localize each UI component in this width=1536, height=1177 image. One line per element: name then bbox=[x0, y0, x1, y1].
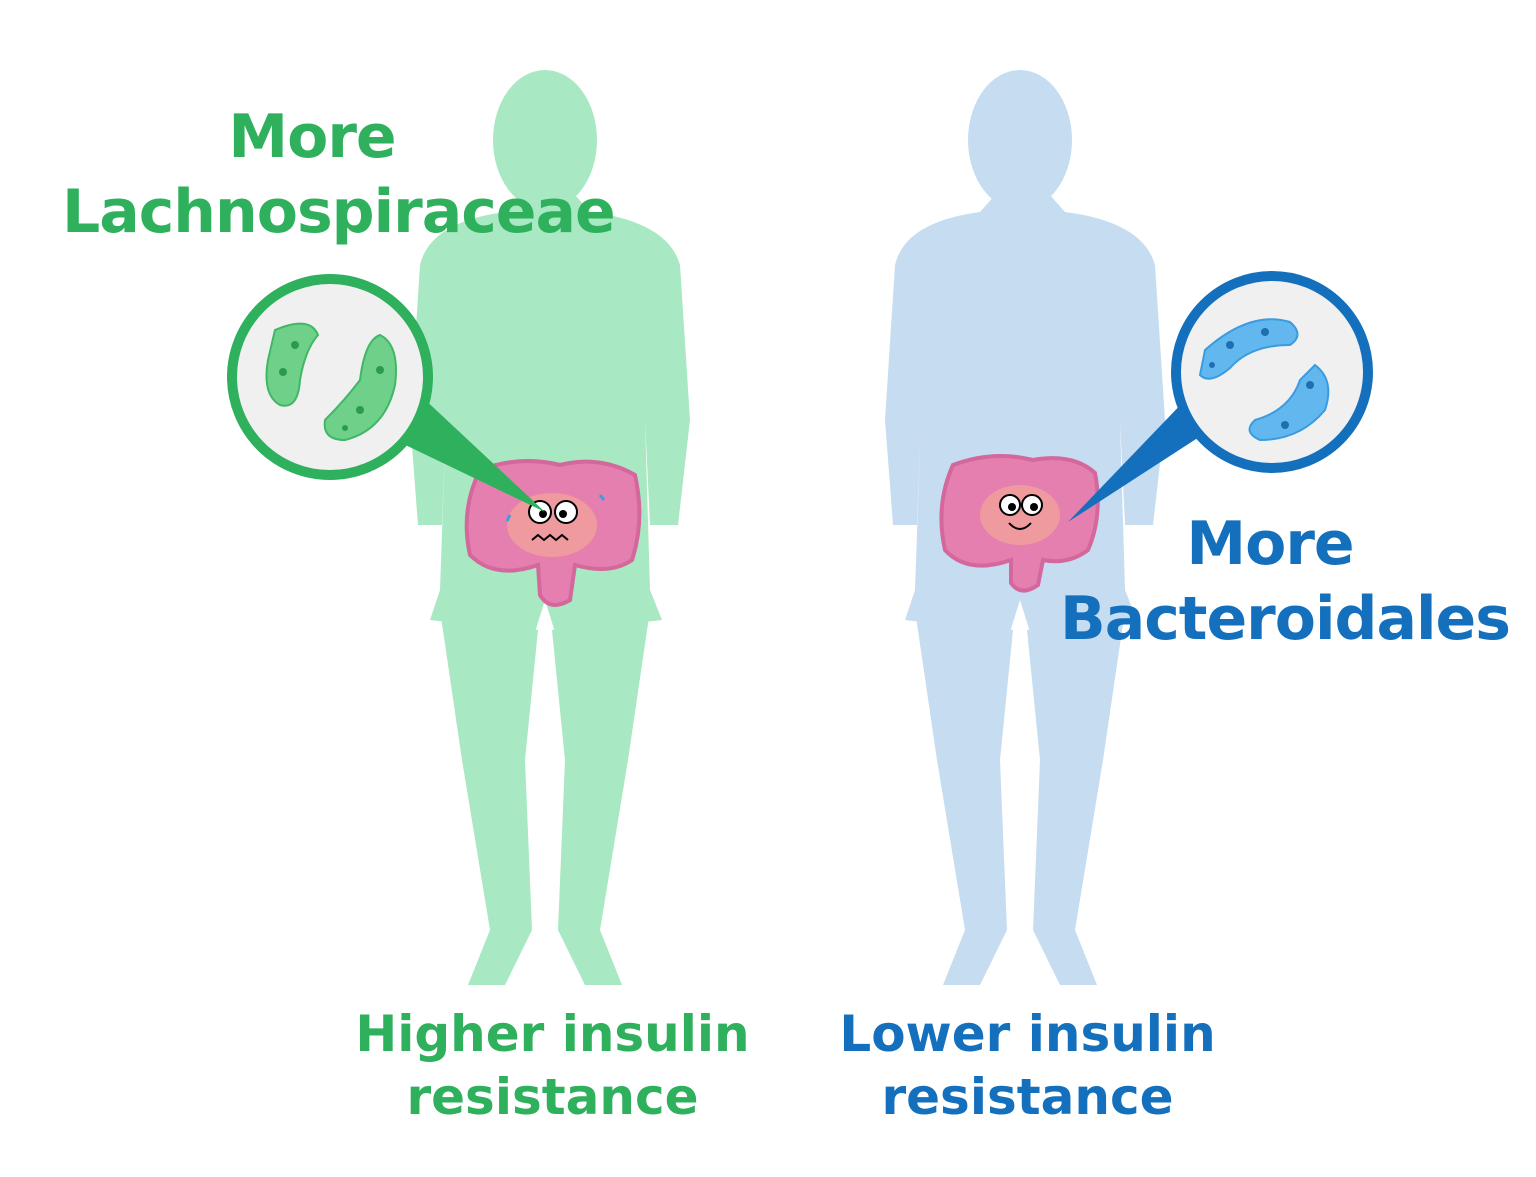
label-line: More bbox=[228, 102, 396, 172]
outcome-higher-insulin-resistance: Higher insulin resistance bbox=[330, 1003, 775, 1128]
magnifier-lachnospiraceae bbox=[227, 274, 545, 512]
intestine-happy-icon bbox=[939, 454, 1100, 593]
outcome-line: Lower insulin bbox=[839, 1005, 1216, 1063]
outcome-line: resistance bbox=[881, 1067, 1174, 1126]
intestine-worried-icon bbox=[464, 459, 642, 607]
bacteria-label-bacteroidales: More Bacteroidales bbox=[1060, 507, 1511, 657]
label-line: Lachnospiraceae bbox=[62, 177, 616, 247]
bacteria-green-icon bbox=[265, 322, 397, 442]
label-line: More bbox=[1186, 509, 1354, 579]
magnifier-bacteroidales bbox=[1068, 271, 1373, 522]
bacteria-label-lachnospiraceae: More Lachnospiraceae bbox=[62, 100, 616, 250]
outcome-line: Higher insulin bbox=[355, 1005, 750, 1063]
outcome-line: resistance bbox=[406, 1067, 699, 1126]
label-line: Bacteroidales bbox=[1060, 584, 1511, 654]
outcome-lower-insulin-resistance: Lower insulin resistance bbox=[815, 1003, 1240, 1128]
